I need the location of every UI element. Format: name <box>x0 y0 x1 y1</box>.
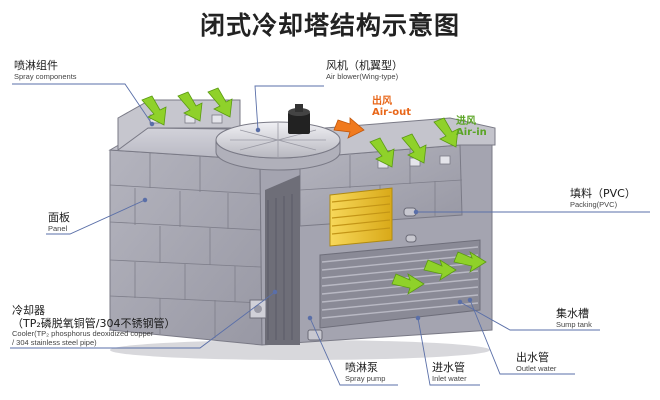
label-outlet-water: 出水管 Outlet water <box>516 351 557 373</box>
leader-lines <box>10 83 650 386</box>
air-out-arrow <box>333 117 365 139</box>
label-packing: 填料（PVC） Packing(PVC) <box>570 187 636 209</box>
ground-shadow <box>110 340 490 360</box>
leader-cooler <box>10 291 276 349</box>
label-fan: 风机（机翼型） Air blower(Wing-type) <box>326 59 403 81</box>
leader-outlet <box>469 299 575 375</box>
air-in-arrows <box>141 87 487 295</box>
label-air-in: 进风 Air-in <box>456 116 487 138</box>
leader-inlet <box>417 317 480 386</box>
air-in-arrow <box>141 95 167 126</box>
leader-panel <box>46 199 146 235</box>
inner-cavity <box>265 175 300 345</box>
air-in-arrow <box>401 133 427 164</box>
label-cooler: 冷却器 （TP₂磷脱氧铜管/304不锈钢管） Cooler(TP₂ phosph… <box>12 304 176 347</box>
label-panel: 面板 Panel <box>48 211 70 233</box>
label-inlet-water: 进水管 Inlet water <box>432 361 467 383</box>
air-in-arrow <box>207 87 233 118</box>
air-in-arrow <box>453 251 487 273</box>
cooler-coil <box>267 194 293 340</box>
label-sump-tank: 集水槽 Sump tank <box>556 307 592 329</box>
label-air-out: 出风 Air-out <box>372 96 412 118</box>
leader-pump <box>309 317 398 386</box>
air-in-arrow <box>369 137 395 168</box>
panel-seams <box>109 152 263 338</box>
spray-pump-unit <box>249 299 267 319</box>
leader-sump <box>459 301 600 331</box>
leader-fan <box>254 85 324 131</box>
diagram-title: 闭式冷却塔结构示意图 <box>199 11 460 40</box>
packing-fill <box>329 187 393 247</box>
air-in-arrow <box>391 273 425 295</box>
label-spray-pump: 喷淋泵 Spray pump <box>345 361 386 383</box>
air-in-arrow <box>423 259 457 281</box>
air-in-arrow <box>433 117 459 148</box>
leader-spray <box>12 83 153 125</box>
label-spray-components: 喷淋组件 Spray components <box>14 59 77 81</box>
air-in-arrow <box>177 91 203 122</box>
fan-assembly <box>215 104 341 171</box>
